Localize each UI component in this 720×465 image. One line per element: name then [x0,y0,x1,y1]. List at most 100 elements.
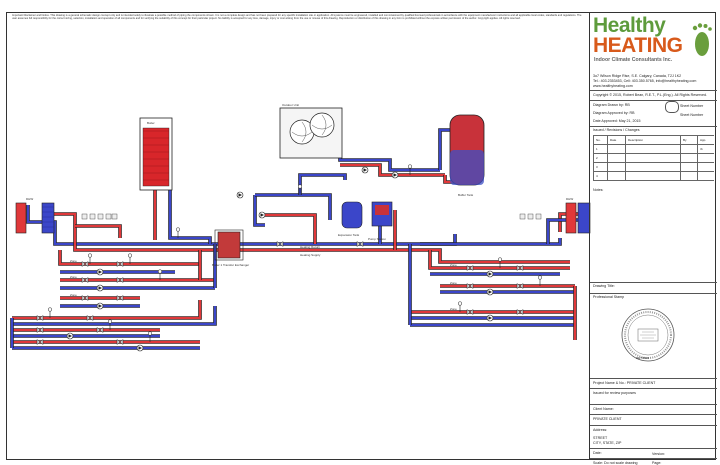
professional-stamp-label: Professional Stamp [593,295,625,299]
zone-label: Zone [450,307,457,311]
address-label: Address: [593,428,608,432]
valve-icon [116,294,124,302]
lower-loop-return [12,306,217,326]
expansion-tank-label: Expansion Tank [338,233,360,237]
pipe-network [10,128,578,350]
dhw-label-right: DHW [566,197,573,201]
notes-label: Notes: [593,188,604,192]
revision-table-row: 2 [593,153,714,162]
boiler-return-pipe-outline [168,190,212,244]
revision-cell [625,163,680,171]
contact-phone: Tel.: 403.2353453, Cell: 403.350.5765, i… [593,79,697,83]
pump-arrow-icon [260,213,264,217]
revision-cell [625,172,680,180]
revision-cell [625,145,680,153]
revision-cell [607,163,625,171]
valve-icon [276,240,284,248]
valve-icon [516,282,524,290]
right-return-run [420,238,562,246]
center-return-top [255,193,332,220]
address-line-2: CITY, STATE, ZIP [593,441,622,445]
valve-icon [466,264,474,272]
center-supply-outline [265,213,317,244]
approved-by: Diagram Approved by: RB [593,111,635,115]
valve-icon [356,240,364,248]
revision-cell [697,172,714,180]
revision-cell [680,172,697,180]
valve-icon [516,308,524,316]
fitting-icon [81,213,88,220]
valve-icon [81,260,89,268]
lower-loop-supply-outline [12,300,202,320]
revision-cell [697,154,714,162]
zone-label: Zone [450,263,457,267]
sheet-number-circle [665,101,679,113]
page-label: Page: [652,461,662,465]
pump-arrow-icon [68,334,72,338]
pump-arrow-icon [488,316,492,320]
zone-1-supply [58,250,200,266]
version-label: Version: [652,452,665,456]
brand-line-healthy: Healthy [593,14,666,37]
fitting-icon [519,213,526,220]
gauge-icon [127,253,133,258]
exchanger-link-outline [298,173,347,195]
zone-label: Zone [70,293,77,297]
buffer-tank-label: Buffer Tank [458,193,474,197]
engineer-seal-icon [621,308,675,362]
brand-tagline: Indoor Climate Consultants Inc. [594,57,673,63]
valve-icon [466,308,474,316]
zone-label: Zone [450,281,457,285]
fan-blade-icon [291,121,313,143]
valve-icon [116,260,124,268]
date-label: Date: [593,451,602,455]
heat-exchanger-frame [214,229,244,261]
contact-web[interactable]: www.healthyheating.com [593,84,633,88]
pump-arrow-icon [98,286,102,290]
fitting-icon [105,213,112,220]
gauge-icon [147,331,153,336]
center-supply [265,213,317,244]
client-name-label: Client Name: [593,407,614,411]
exchanger-link [298,173,347,195]
revision-cell: rb [697,145,714,153]
drawing-sheet-border [6,12,716,460]
fan-icon [309,112,335,138]
gauge-icon [407,164,413,169]
gauge-icon [297,184,303,189]
left-radiator-tee-outline [75,224,122,238]
revision-header-cell: App. [697,136,714,144]
revision-cell [697,163,714,171]
left-radiator [41,202,55,234]
fitting-icon [527,213,534,220]
date-approved: Date Approved: May 21, 2015 [593,119,641,123]
boiler-body [142,127,170,187]
fitting-icon [535,213,542,220]
zone-label: Zone [70,259,77,263]
revision-cell [625,154,680,162]
gauge-icon [47,307,53,312]
gauge-icon [175,227,181,232]
footprint-logo-icon [692,23,712,56]
gauge-icon [157,269,163,274]
valve-icon [466,282,474,290]
valve-icon [81,294,89,302]
expansion-tank [341,201,363,229]
fitting-icon [89,213,96,220]
lower-loop-return-outline [12,306,217,326]
boiler-label: Boiler [147,121,155,125]
revision-header-cell: By [680,136,697,144]
gauge-icon [87,253,93,258]
scale-label: Scale: Do not scale drawing [593,461,638,465]
left-radiator-tee [75,224,122,238]
valve-icon [516,264,524,272]
right-radiator-supply-panel [565,202,577,234]
copyright-text: Copyright © 2015, Robert Bean, R.E.T., P… [593,93,708,97]
valve-icon [81,276,89,284]
fitting-icon [97,213,104,220]
heat-pump-supply [340,163,445,177]
fitting-icon [111,213,118,220]
gauge-icon [497,257,503,262]
